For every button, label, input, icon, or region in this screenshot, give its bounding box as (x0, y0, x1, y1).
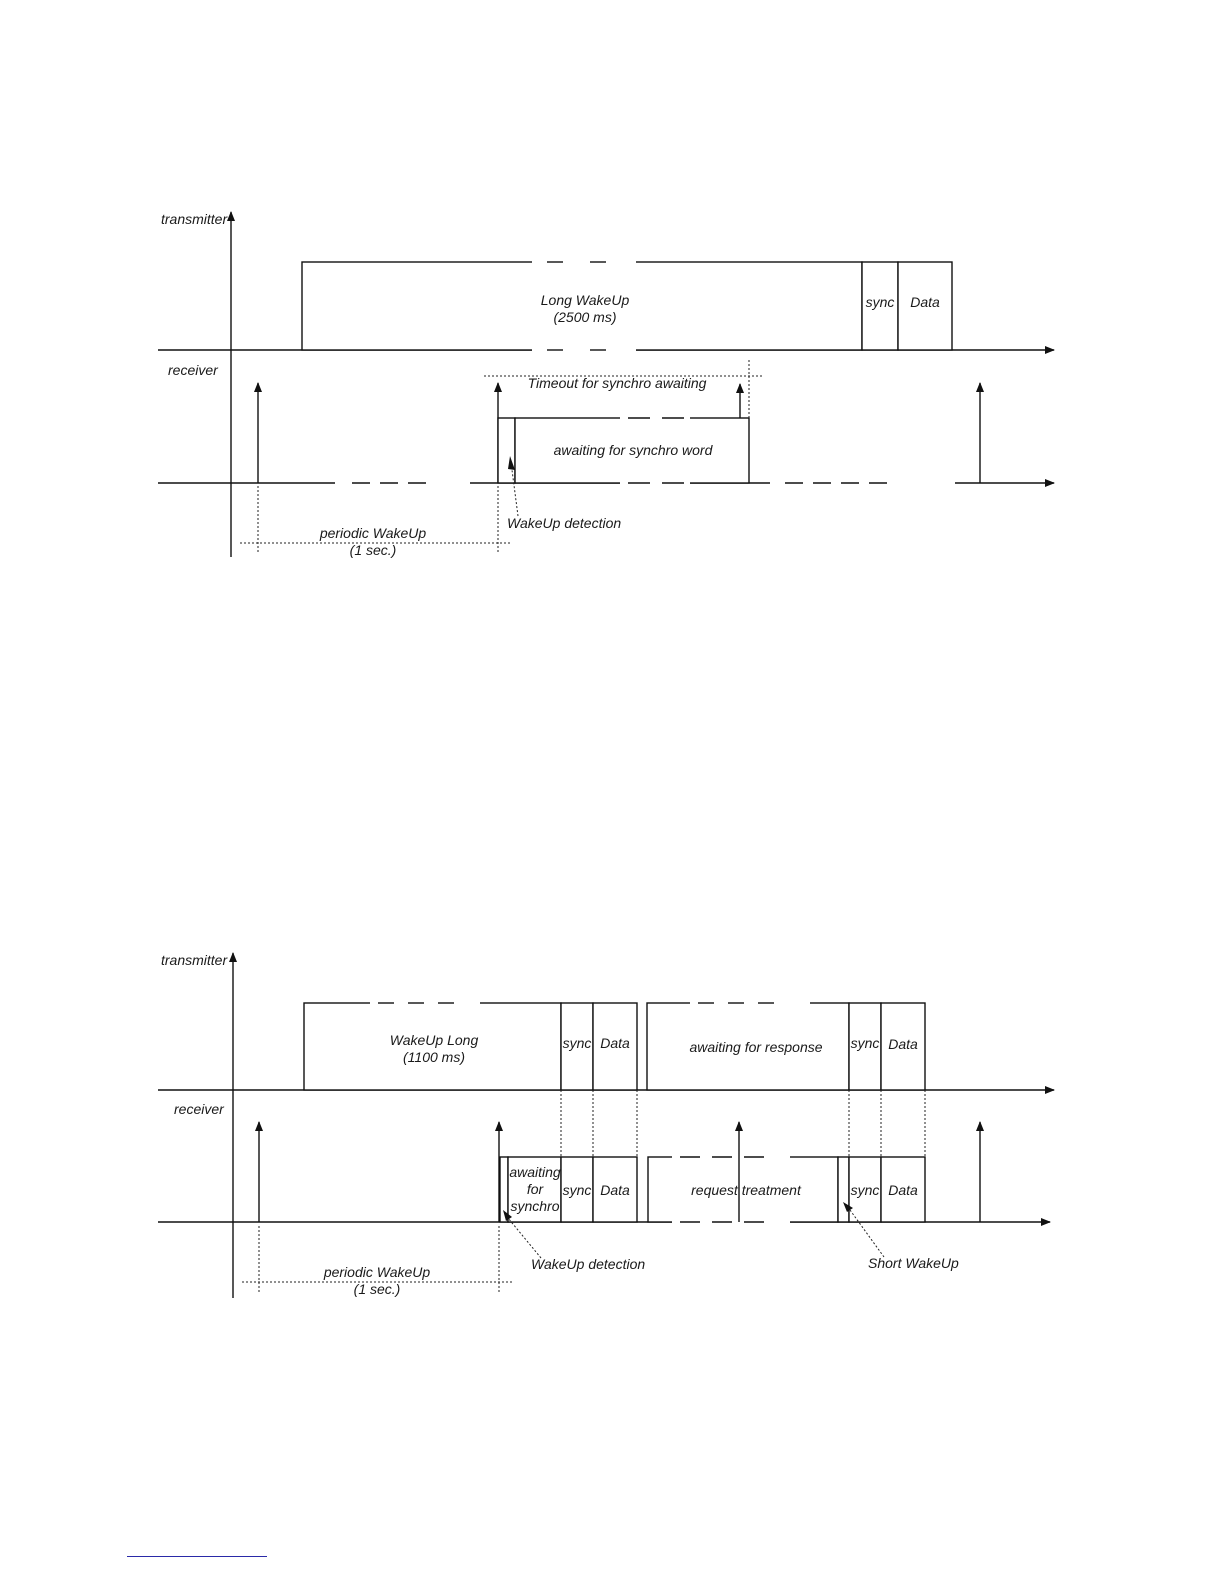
d2-rx-sync-label-2: sync (851, 1182, 880, 1198)
d1-timeout-label: Timeout for synchro awaiting (528, 375, 707, 391)
d2-rx-data-block-1 (592, 1156, 638, 1223)
d2-tx-data-block-2 (880, 1002, 926, 1091)
d2-tx-sync-label-1: sync (563, 1035, 592, 1051)
d1-receiver-label: receiver (168, 362, 219, 378)
d2-tx-sync-label-2: sync (851, 1035, 880, 1051)
d2-tx-data-label-1: Data (600, 1035, 630, 1051)
d1-long-wakeup-title: Long WakeUp (541, 292, 630, 308)
d2-detection-label: WakeUp detection (531, 1256, 645, 1272)
d2-tx-data-label-2: Data (888, 1036, 918, 1052)
d1-detection-label: WakeUp detection (507, 515, 621, 531)
d1-data-block (897, 261, 953, 351)
d2-rx-data-label-2: Data (888, 1182, 918, 1198)
d2-awaiting-synchro-line3: synchro (510, 1198, 559, 1214)
d1-awaiting-label: awaiting for synchro word (554, 442, 714, 458)
d1-sync-label: sync (866, 294, 895, 310)
d2-wakeup-long-title: WakeUp Long (390, 1032, 479, 1048)
d2-detection-pointer-arrowhead (503, 1210, 512, 1221)
d2-wakeup-long-duration: (1100 ms) (403, 1049, 465, 1065)
d1-detection-pointer-arrowhead (508, 456, 515, 470)
d2-short-wakeup-label: Short WakeUp (868, 1255, 959, 1271)
d1-sync-block (861, 261, 899, 351)
d2-rx-data-block-2 (880, 1156, 926, 1223)
d1-long-wakeup-duration: (2500 ms) (553, 309, 616, 325)
d2-short-wakeup-pointer-arrowhead (843, 1202, 853, 1212)
d1-data-label: Data (910, 294, 940, 310)
d2-transmitter-label: transmitter (161, 952, 228, 968)
d2-tx-data-block-1 (592, 1002, 638, 1091)
d2-periodic-interval: (1 sec.) (354, 1281, 401, 1297)
d2-wakeup-long-block (303, 1002, 562, 1091)
d2-awaiting-synchro-line2: for (527, 1181, 545, 1197)
diagram-2: transmitter receiver WakeUp Long (1100 m… (158, 952, 1055, 1298)
d1-long-wakeup-block (301, 261, 863, 351)
diagram-1: transmitter receiver Long WakeUp (2500 m… (158, 211, 1055, 558)
d2-request-treatment-label: request treatment (691, 1182, 802, 1198)
d2-periodic-title: periodic WakeUp (323, 1264, 431, 1280)
d2-awaiting-synchro-line1: awaiting (509, 1164, 561, 1180)
d2-short-wakeup-block (837, 1156, 850, 1223)
footnote-rule (127, 1556, 267, 1557)
d2-rx-sync-label-1: sync (563, 1182, 592, 1198)
d1-periodic-title: periodic WakeUp (319, 525, 427, 541)
d2-awaiting-response-label: awaiting for response (689, 1039, 822, 1055)
d2-tx-sync-block-1 (560, 1002, 594, 1091)
d1-wakeup-detect-block (497, 417, 516, 484)
d2-receiver-label: receiver (174, 1101, 225, 1117)
d2-tx-sync-block-2 (848, 1002, 882, 1091)
d1-transmitter-label: transmitter (161, 211, 228, 227)
d2-rx-data-label-1: Data (600, 1182, 630, 1198)
d1-periodic-interval: (1 sec.) (350, 542, 397, 558)
d2-awaiting-response-block (646, 1002, 850, 1091)
